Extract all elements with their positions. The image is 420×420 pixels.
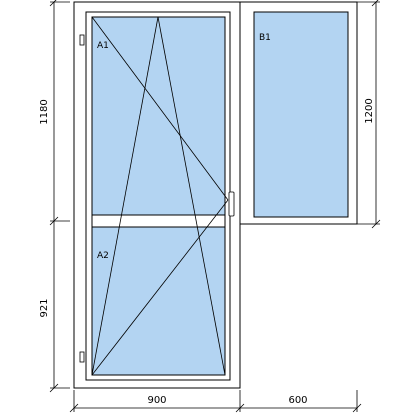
pane-b1-label: B1 <box>259 33 271 43</box>
dim-right-arrow-top <box>371 0 379 7</box>
dim-left-arrow-top <box>49 0 57 7</box>
dim-left-arrow-bottom <box>49 383 59 393</box>
dim-left-arrow-mid <box>49 216 59 226</box>
transom-bar <box>91 214 226 228</box>
tilt-line-right <box>157 16 226 376</box>
handle-icon <box>228 191 235 217</box>
pane-b1-glass <box>253 11 349 218</box>
dim-right-arrow-bottom <box>371 219 381 229</box>
pane-a2-label: A2 <box>97 251 109 261</box>
turn-line-top <box>91 16 229 201</box>
dim-window-width: 600 <box>288 395 307 406</box>
dim-door-bottom-height: 921 <box>39 298 50 317</box>
turn-line-bottom <box>91 199 229 376</box>
dim-bottom-arrow-mid <box>235 403 245 413</box>
dim-bottom-arrow-left <box>69 403 79 413</box>
dim-window-height: 1200 <box>364 98 375 123</box>
dim-door-top-height: 1180 <box>39 99 50 124</box>
pane-a1-glass <box>91 16 226 216</box>
pane-a1-label: A1 <box>97 41 109 51</box>
pane-a2-glass <box>91 226 226 376</box>
hinge-bottom-icon <box>79 351 85 363</box>
dim-bottom-arrow-right <box>352 403 362 413</box>
hinge-top-icon <box>79 34 85 46</box>
tilt-line-left <box>91 16 159 376</box>
dim-door-width: 900 <box>147 395 166 406</box>
